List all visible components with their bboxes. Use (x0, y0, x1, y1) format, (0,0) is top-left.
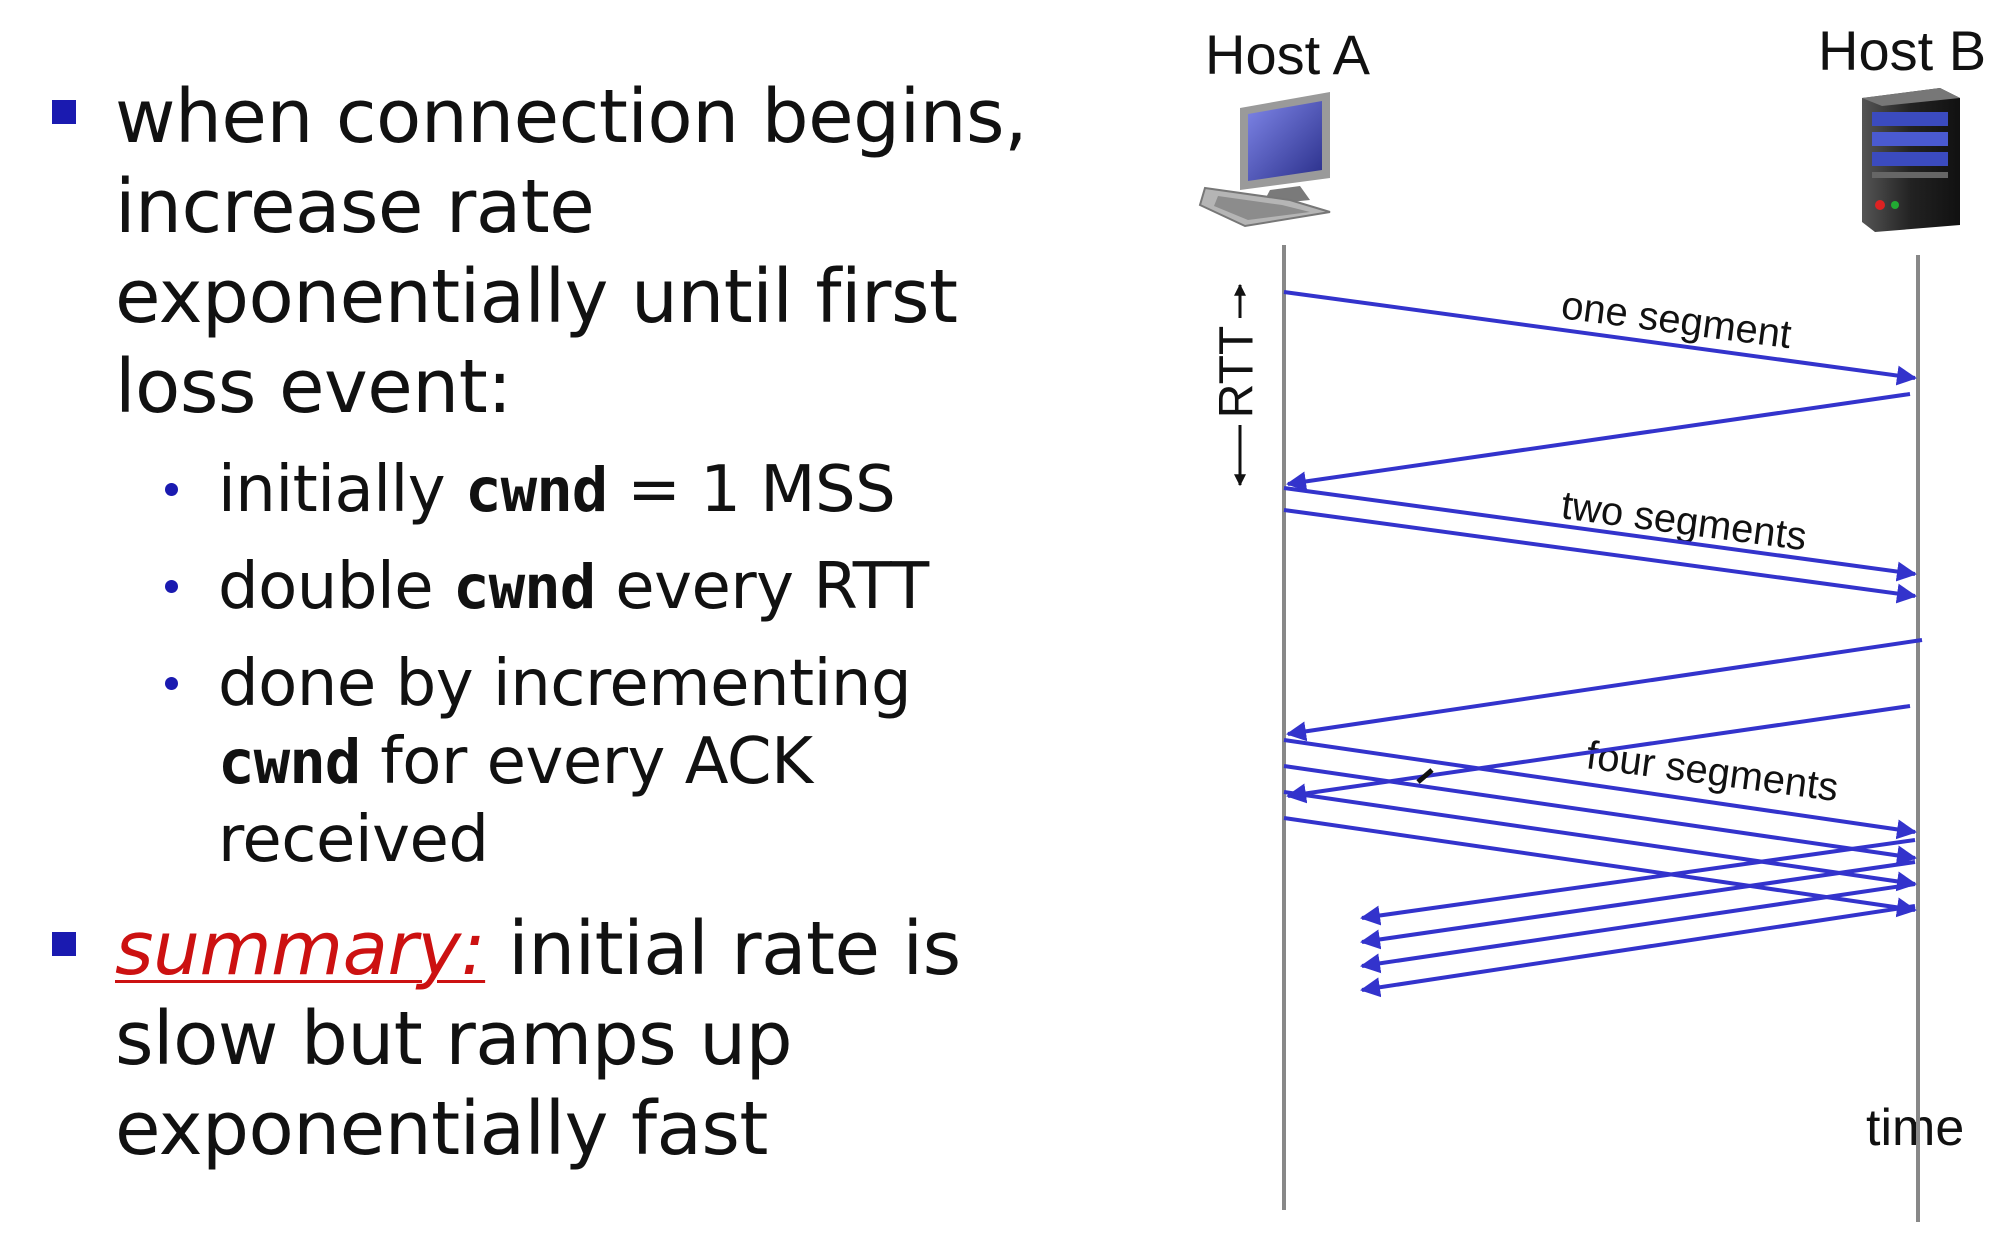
sub-bullet-2: double cwnd every RTT (218, 548, 929, 627)
crossing-tick-mark (1416, 768, 1434, 784)
host-b-label: Host B (1818, 19, 1987, 82)
sub-bullet-3-line-1: done by incrementing (218, 647, 912, 721)
bullet-1-line-3: exponentially until first (115, 254, 958, 340)
bullet-1-line-2: increase rate (115, 164, 595, 250)
host-a-label: Host A (1205, 23, 1370, 86)
ack-arrow (1360, 882, 1916, 974)
sub-bullet-2-pre: double (218, 550, 453, 624)
sub-bullet-1: initially cwnd = 1 MSS (218, 451, 896, 530)
summary-line-1: summary: initial rate is (115, 904, 961, 994)
segment-arrow (1283, 508, 1917, 604)
ack-arrow (1360, 860, 1916, 950)
ack-arrow (1360, 904, 1916, 998)
segment-arrow (1283, 790, 1917, 892)
sub-bullet-marker-2 (165, 580, 178, 593)
server-tower-icon (1862, 88, 1960, 232)
time-label: time (1866, 1099, 1965, 1157)
segment-arrow (1283, 764, 1917, 866)
summary-label: summary: (115, 906, 486, 992)
bullet-1-line-4: loss event: (115, 344, 512, 430)
rtt-label: RTT (1211, 326, 1264, 418)
ack-arrow (1286, 638, 1923, 742)
bullet-marker-2 (52, 932, 76, 956)
sub-bullet-3-line-2: cwnd for every ACK (218, 723, 813, 802)
sub-bullet-2-code: cwnd (452, 553, 596, 623)
sub-bullet-2-post: every RTT (595, 550, 929, 624)
segment-arrow (1283, 290, 1917, 386)
summary-line-3: exponentially fast (115, 1086, 768, 1172)
summary-rest: initial rate is (485, 906, 961, 992)
sub-bullet-3-code: cwnd (218, 728, 361, 798)
label-four-segments: four segments (1584, 733, 1841, 810)
summary-line-2: slow but ramps up (115, 996, 793, 1082)
sub-bullet-1-pre: initially (218, 453, 465, 527)
sub-bullet-marker-1 (165, 483, 178, 496)
segment-arrow (1283, 486, 1917, 582)
sub-bullet-marker-3 (165, 677, 178, 690)
ack-arrow (1286, 392, 1911, 492)
desktop-computer-icon (1198, 92, 1331, 228)
sub-bullet-3-post: for every ACK (360, 725, 813, 799)
ack-arrow (1360, 838, 1916, 926)
sub-bullet-3-line-3: received (218, 803, 489, 877)
bullet-1-line-1: when connection begins, (115, 74, 1028, 160)
rtt-indicator: RTT (1211, 283, 1264, 487)
segment-arrow (1283, 738, 1917, 840)
sub-bullet-1-code: cwnd (465, 456, 608, 526)
sub-bullet-1-post: = 1 MSS (607, 453, 896, 527)
label-two-segments: two segments (1559, 483, 1809, 559)
bullet-marker-1 (52, 100, 76, 124)
segment-arrow (1283, 816, 1917, 918)
